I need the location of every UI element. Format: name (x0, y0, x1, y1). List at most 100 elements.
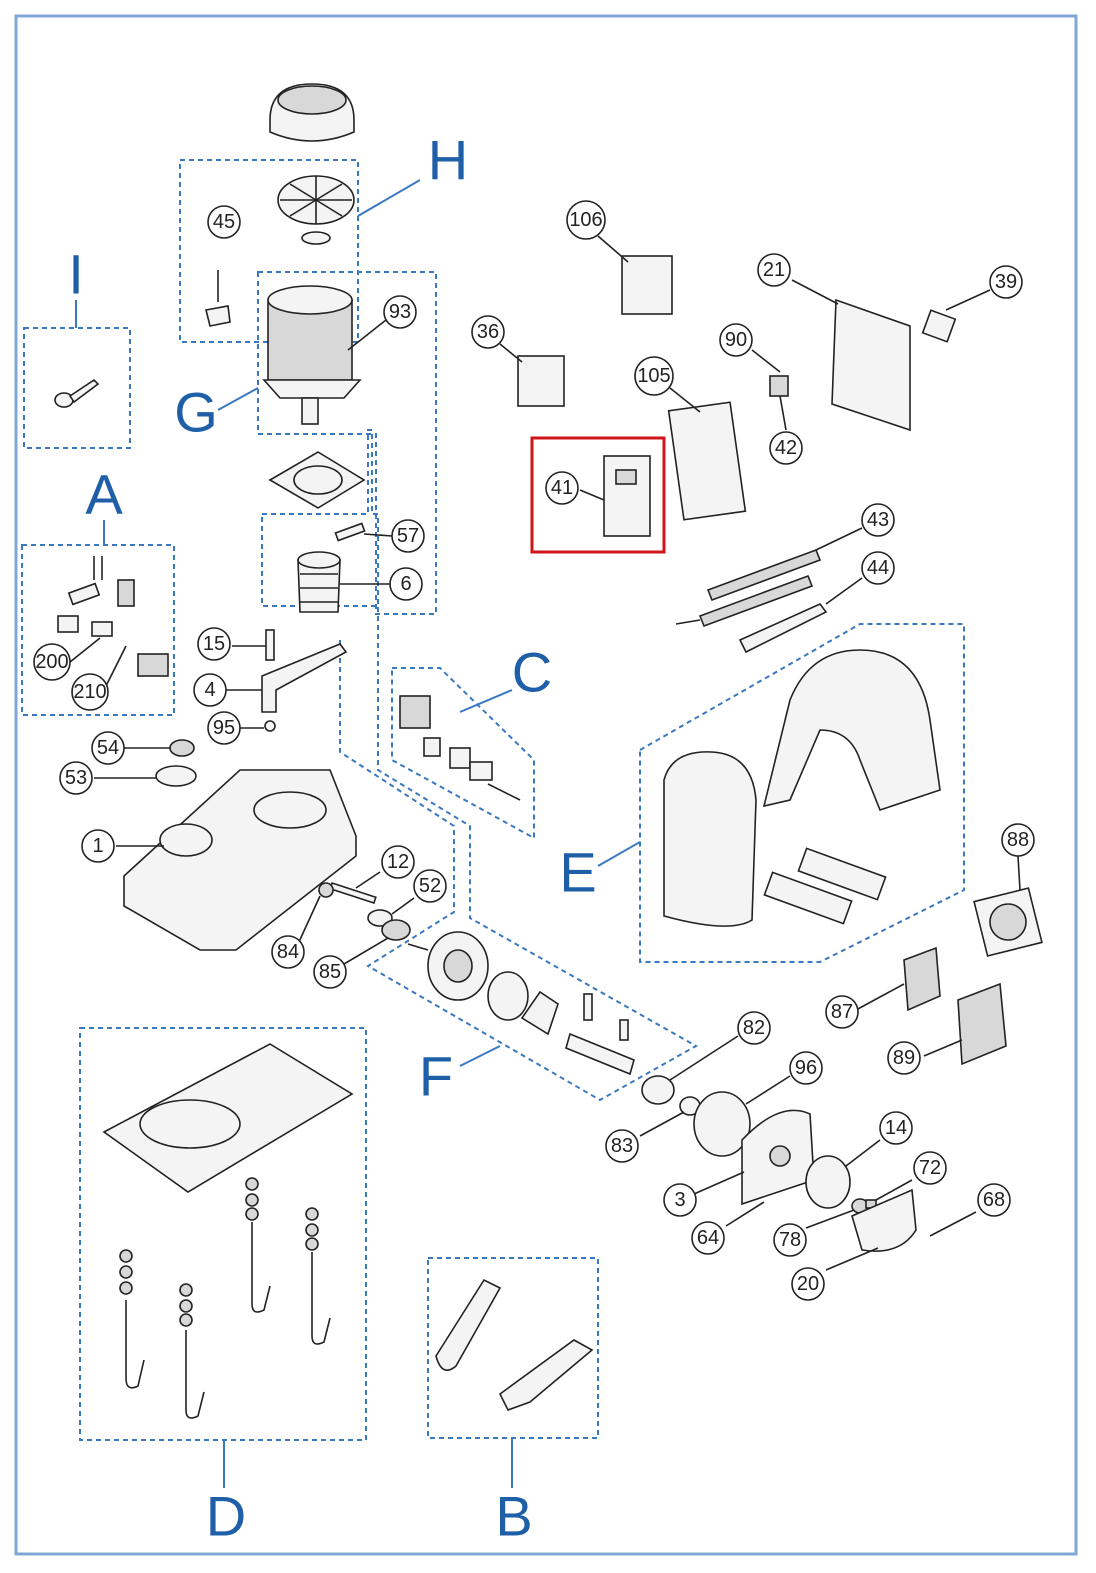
leader-90 (751, 349, 781, 373)
part-12 (329, 882, 377, 904)
callout-43: 43 (861, 503, 895, 537)
callout-14: 14 (879, 1111, 913, 1145)
leader-42 (779, 395, 787, 431)
part-20-cover (825, 1188, 917, 1271)
callout-64: 64 (691, 1221, 725, 1255)
group-e-outline (639, 623, 965, 963)
group-f-leader (459, 1045, 501, 1067)
part-84 (318, 882, 334, 898)
leader-85 (343, 937, 389, 965)
leader-78 (805, 1209, 855, 1229)
group-f-outline (339, 606, 699, 1102)
part-88-fan (973, 855, 1043, 957)
svg-text:1: 1 (92, 835, 103, 857)
callout-82: 82 (737, 1011, 771, 1045)
part-3-flange (693, 1109, 815, 1206)
svg-text:15: 15 (203, 633, 225, 655)
callout-88: 88 (1001, 823, 1035, 857)
svg-text:90: 90 (725, 329, 747, 351)
callout-44: 44 (861, 551, 895, 585)
callout-200: 200 (33, 643, 71, 681)
leader-82 (669, 1035, 739, 1081)
group-label-f: F (419, 1045, 453, 1108)
svg-text:64: 64 (697, 1227, 719, 1249)
svg-text:89: 89 (893, 1047, 915, 1069)
callout-4: 4 (193, 673, 227, 707)
group-label-i: I (68, 243, 84, 306)
callout-106: 106 (566, 200, 606, 240)
part-36-transformer (499, 343, 565, 407)
callout-72: 72 (913, 1151, 947, 1185)
part-45 (205, 305, 231, 327)
leader-72 (875, 1179, 913, 1201)
leader-68 (929, 1211, 977, 1237)
callout-78: 78 (773, 1223, 807, 1257)
part-6-bellows (297, 551, 390, 613)
part-c-limit-assembly (399, 695, 521, 801)
part-release-key (54, 378, 100, 408)
part-57 (334, 522, 366, 542)
svg-text:78: 78 (779, 1229, 801, 1251)
part-82 (641, 1075, 675, 1105)
part-fan (277, 175, 355, 245)
part-motor-93 (262, 285, 387, 425)
highlight-box-41 (530, 436, 666, 554)
part-e-cover (663, 649, 941, 927)
group-label-b: B (495, 1485, 532, 1548)
part-85 (381, 919, 411, 941)
svg-text:85: 85 (319, 961, 341, 983)
callout-20: 20 (791, 1267, 825, 1301)
svg-text:41: 41 (551, 477, 573, 499)
callout-53: 53 (59, 761, 93, 795)
part-106-transformer (597, 235, 673, 315)
svg-text:53: 53 (65, 767, 87, 789)
svg-text:200: 200 (35, 651, 68, 673)
svg-text:88: 88 (1007, 829, 1029, 851)
svg-text:3: 3 (674, 1189, 685, 1211)
callout-52: 52 (413, 869, 447, 903)
part-f-gear-assembly (407, 931, 635, 1076)
leader-64 (725, 1201, 765, 1227)
svg-text:45: 45 (213, 211, 235, 233)
leader-83 (639, 1111, 685, 1137)
part-54 (169, 739, 195, 757)
svg-text:44: 44 (867, 557, 889, 579)
callout-105: 105 (634, 356, 674, 396)
part-53 (155, 765, 197, 787)
part-105-control-unit (667, 387, 747, 521)
leader-52 (391, 897, 415, 915)
group-g-outline (257, 271, 437, 615)
callout-87: 87 (825, 995, 859, 1029)
svg-text:21: 21 (763, 259, 785, 281)
group-label-g: G (174, 381, 218, 444)
svg-text:93: 93 (389, 301, 411, 323)
svg-text:39: 39 (995, 271, 1017, 293)
svg-text:82: 82 (743, 1017, 765, 1039)
svg-text:105: 105 (637, 365, 670, 387)
svg-text:72: 72 (919, 1157, 941, 1179)
callout-12: 12 (381, 845, 415, 879)
part-limit-switch-kit (57, 556, 169, 691)
group-g-leader (217, 387, 259, 411)
callout-89: 89 (887, 1041, 921, 1075)
svg-text:12: 12 (387, 851, 409, 873)
group-label-e: E (559, 841, 596, 904)
part-15 (265, 629, 275, 661)
svg-text:43: 43 (867, 509, 889, 531)
page-frame (14, 14, 1078, 1556)
callout-39: 39 (989, 265, 1023, 299)
part-1-base-housing (116, 769, 357, 951)
callout-42: 42 (769, 431, 803, 465)
part-39-capacitor (921, 289, 991, 343)
part-d-anchor-bolts (119, 1177, 331, 1419)
svg-text:54: 54 (97, 737, 119, 759)
group-label-a: A (85, 463, 123, 526)
svg-text:83: 83 (611, 1135, 633, 1157)
callout-84: 84 (271, 935, 305, 969)
callout-210: 210 (71, 673, 109, 711)
part-96-oring (693, 1091, 751, 1157)
svg-text:4: 4 (204, 679, 215, 701)
callout-15: 15 (197, 627, 231, 661)
svg-text:14: 14 (885, 1117, 907, 1139)
